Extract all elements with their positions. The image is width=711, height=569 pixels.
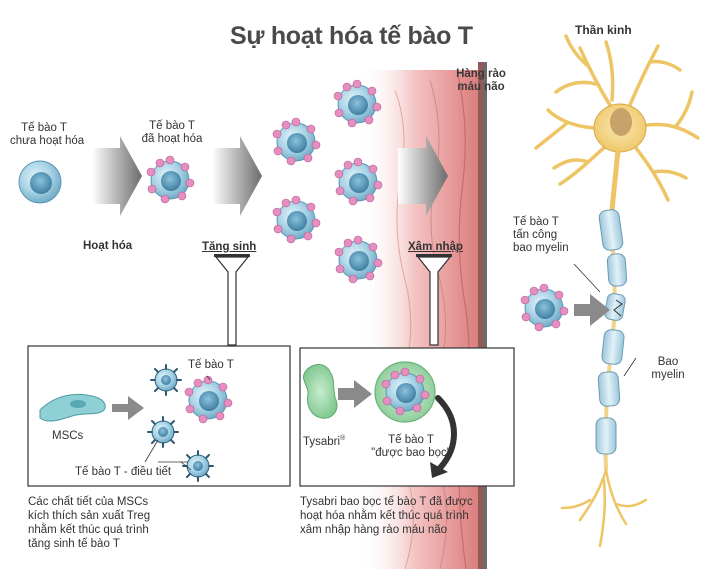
inset-treg-label: Tế bào T - điều tiết <box>75 466 172 478</box>
attacking-t-cell <box>520 283 569 332</box>
bbb-label: Hàng rào máu não <box>445 68 517 94</box>
activation-label: Hoạt hóa <box>83 240 133 252</box>
msc-arrow <box>112 396 144 420</box>
repel-arrow <box>435 395 457 471</box>
bbb-label-line2: máu não <box>457 81 505 93</box>
activated-t-cell <box>146 155 195 204</box>
activated-t-label-line2: đã hoạt hóa <box>141 133 203 145</box>
treg-cell <box>150 364 182 396</box>
wrapped-t-label: Tế bào T "được bao bọc" <box>368 434 454 460</box>
inset-right-caption-line3: xâm nhập hàng rào máu não <box>300 524 448 536</box>
activated-t-label-line1: Tế bào T <box>149 120 195 132</box>
neuron-label: Thần kinh <box>575 23 632 37</box>
inset-mscs-label: MSCs <box>52 430 84 442</box>
naive-t-label-line2: chưa hoạt hóa <box>10 135 85 147</box>
inset-right-caption-line2: hoạt hóa nhằm kết thúc quá trình <box>300 510 469 522</box>
inset-left-caption-line3: nhằm kết thúc quá trình <box>28 524 149 536</box>
tysabri-registered-mark: ® <box>340 435 346 442</box>
bbb-label-line1: Hàng rào <box>456 68 506 80</box>
myelin-label-line2: myelin <box>651 369 685 381</box>
naive-t-label-line1: Tế bào T <box>21 122 67 134</box>
inset-right-caption-line1: Tysabri bao bọc tế bào T đã được <box>300 496 473 508</box>
proliferating-t-cell <box>272 117 321 166</box>
inset-t-cell-label: Tế bào T <box>188 359 234 371</box>
attack-label-line1: Tế bào T <box>513 216 559 228</box>
tysabri-molecule <box>303 364 338 419</box>
tysabri-label-text: Tysabri <box>303 435 341 448</box>
naive-t-label: Tế bào T chưa hoạt hóa <box>10 122 85 148</box>
proliferation-label: Tăng sinh <box>202 241 257 253</box>
naive-t-cell <box>18 160 62 204</box>
proliferation-arrow <box>212 136 262 216</box>
neuron <box>534 34 700 548</box>
msc-cell <box>39 393 106 422</box>
callout-arrow-left <box>214 256 250 346</box>
tysabri-label: Tysabri® <box>303 432 345 449</box>
inset-left-caption-line4: tăng sinh tế bào T <box>28 538 120 550</box>
myelin-label-line1: Bao <box>657 356 679 368</box>
infiltration-label: Xâm nhập <box>408 241 463 253</box>
inset-left-caption-line2: kích thích sản xuất Treg <box>28 510 151 522</box>
wrapped-t-label-line2: "được bao bọc" <box>371 447 451 459</box>
treg-cell <box>147 416 179 448</box>
inset-right-caption: Tysabri bao bọc tế bào T đã được hoạt hó… <box>300 495 473 537</box>
activated-t-label: Tế bào T đã hoạt hóa <box>138 120 206 146</box>
myelin-label: Bao myelin <box>640 356 696 382</box>
inset-left-caption-line1: Các chất tiết của MSCs <box>28 496 149 508</box>
proliferating-t-cell <box>272 195 321 244</box>
wrapped-t-label-line1: Tế bào T <box>388 434 434 446</box>
tysabri-arrow <box>338 380 372 408</box>
attack-label-line3: bao myelin <box>513 242 569 254</box>
treg-cell <box>182 450 214 482</box>
attack-arrow <box>574 294 610 326</box>
blood-brain-barrier-band <box>360 62 487 569</box>
inset-left-caption: Các chất tiết của MSCs kích thích sản xu… <box>28 495 150 551</box>
attack-label: Tế bào T tấn công bao myelin <box>513 216 569 255</box>
activation-arrow <box>92 136 142 216</box>
attack-label-line2: tấn công <box>513 229 558 241</box>
page-title: Sự hoạt hóa tế bào T <box>230 22 473 50</box>
